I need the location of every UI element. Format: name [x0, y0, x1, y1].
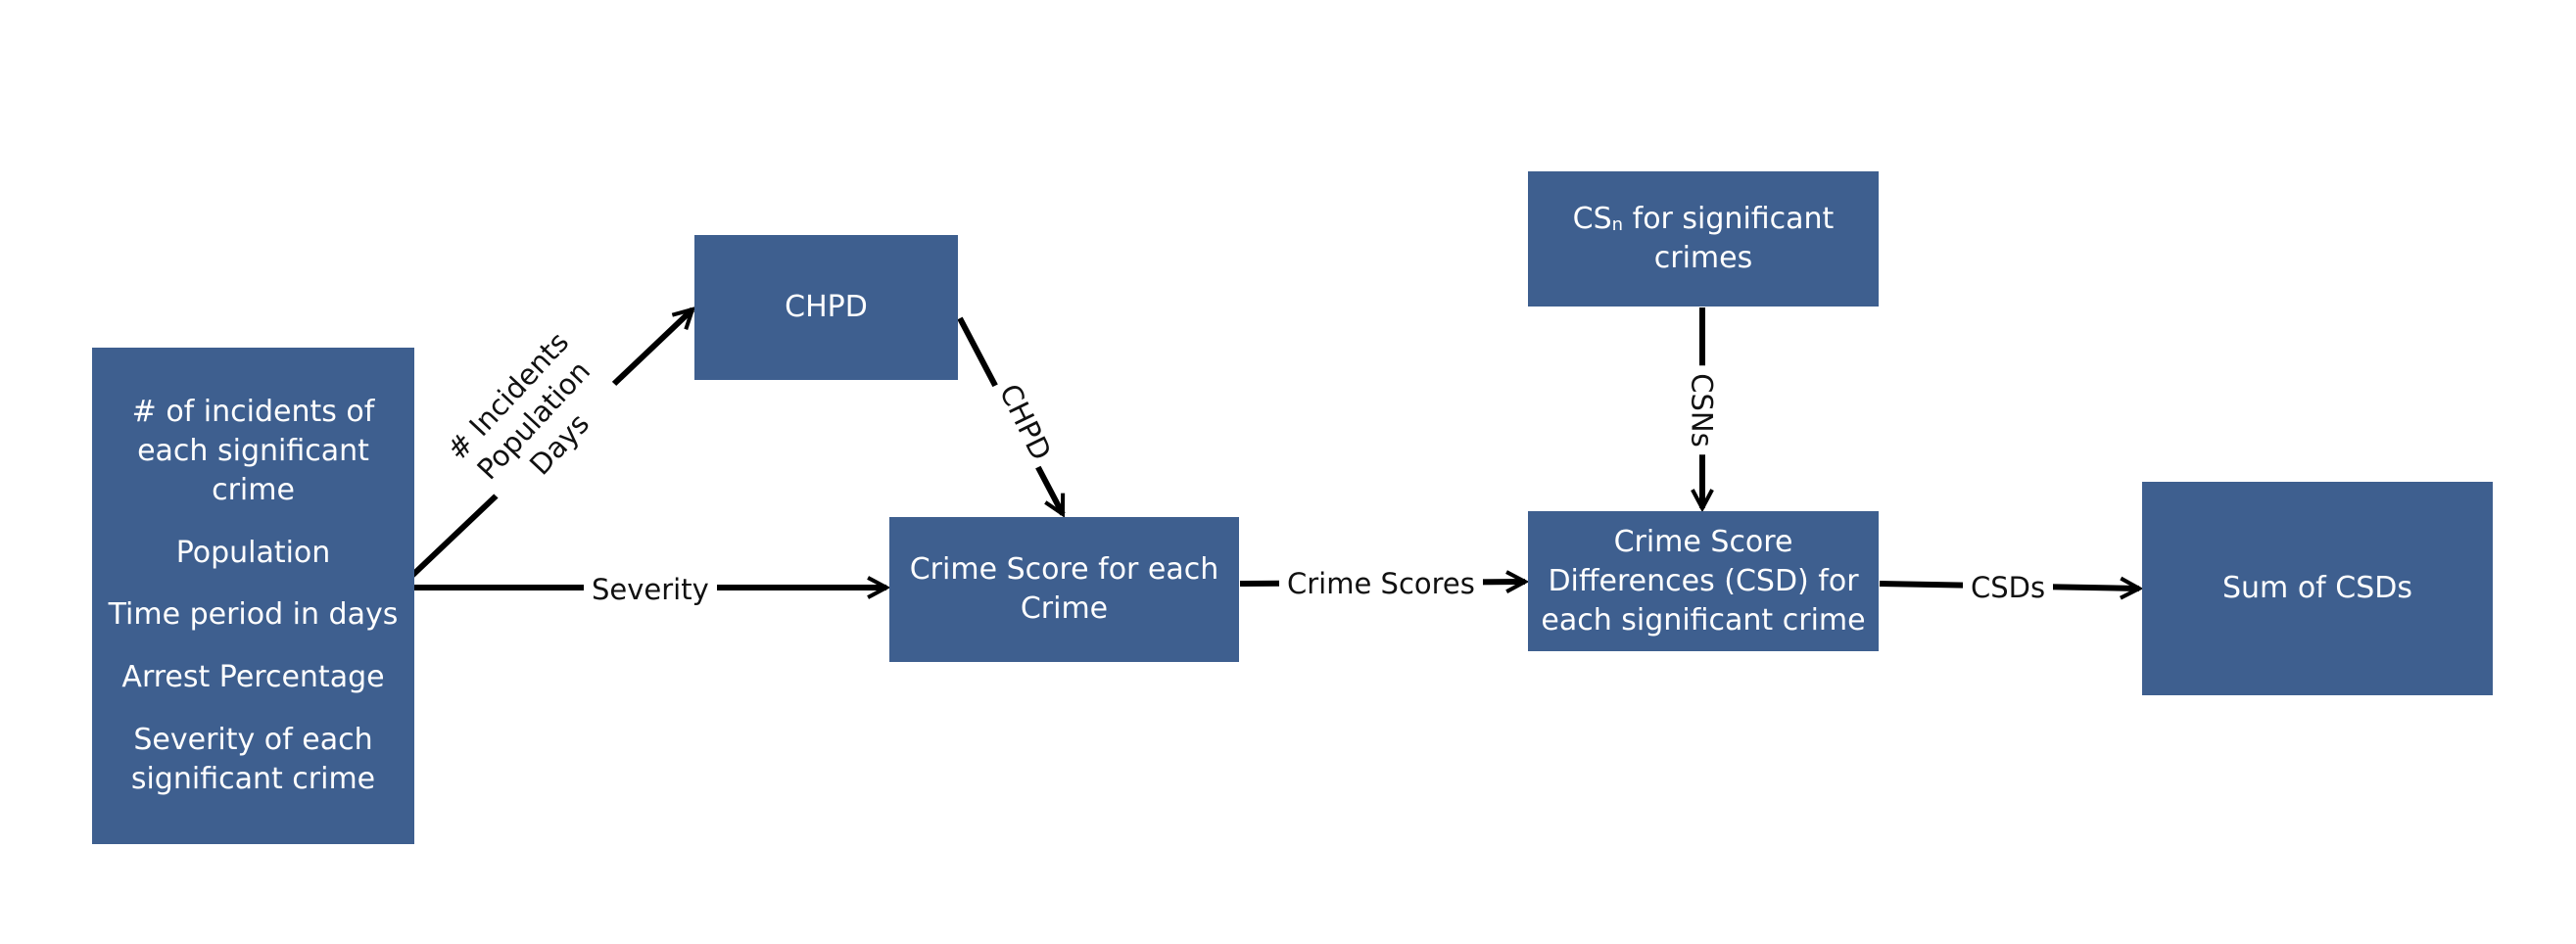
- edge-label-crime-scores: Crime Scores: [1279, 565, 1483, 602]
- edge-label-csds: CSDs: [1963, 569, 2054, 606]
- csn-box-label-prefix: CS: [1572, 202, 1612, 236]
- edge-label-csns: CSNs: [1683, 365, 1721, 455]
- chpd-box: CHPD: [694, 235, 958, 380]
- sum-box-label: Sum of CSDs: [2222, 571, 2412, 605]
- chpd-box-label: CHPD: [785, 290, 868, 324]
- input-item-population: Population: [175, 535, 331, 570]
- input-item-severity: Severity of each significant crime: [130, 723, 376, 797]
- csn-box-label-suffix: for significant crimes: [1623, 202, 1835, 275]
- csd-box-label: Crime Score Differences (CSD) for each s…: [1541, 524, 1866, 637]
- csn-box: CSn for significant crimes: [1528, 171, 1879, 307]
- csd-box: Crime Score Differences (CSD) for each s…: [1528, 511, 1879, 651]
- edge-label-severity: Severity: [584, 571, 717, 608]
- input-item-incidents: # of incidents of each significant crime: [131, 394, 375, 507]
- input-item-arrest-percentage: Arrest Percentage: [121, 660, 385, 695]
- csn-box-label: CSn for significant crimes: [1548, 200, 1859, 278]
- sum-box: Sum of CSDs: [2142, 482, 2493, 695]
- inputs-box: # of incidents of each significant crime…: [92, 348, 414, 844]
- crime-score-box-label: Crime Score for each Crime: [909, 552, 1219, 626]
- csn-box-label-subscript: n: [1611, 214, 1624, 235]
- crime-score-box: Crime Score for each Crime: [889, 517, 1239, 662]
- input-item-time-period: Time period in days: [108, 597, 399, 633]
